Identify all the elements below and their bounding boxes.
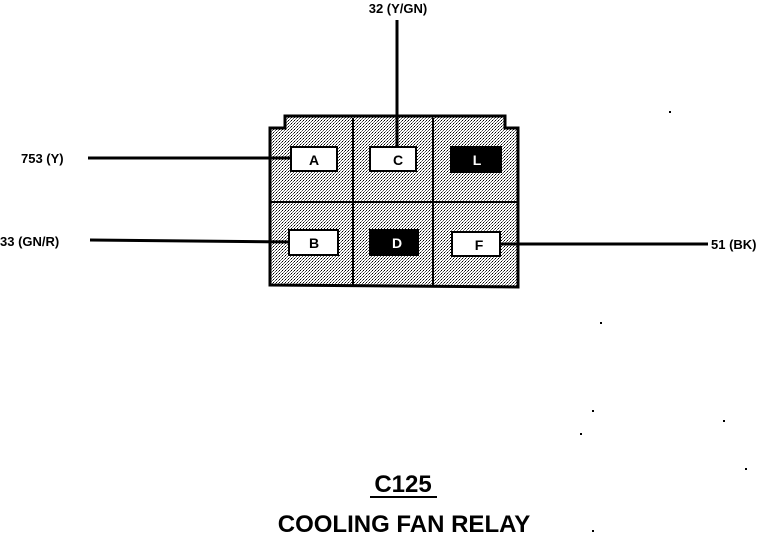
connector-id: C125 <box>374 471 431 498</box>
pin-label-b: B <box>309 235 319 251</box>
pin-label-l: L <box>473 152 482 168</box>
pin-cavity-l: L <box>450 146 502 173</box>
pin-cavity-f: F <box>451 231 501 257</box>
pin-cavity-a: A <box>290 146 338 172</box>
wire-label-32: 32 (Y/GN) <box>369 1 428 16</box>
scan-specks <box>580 111 747 532</box>
pin-cavity-c: C <box>369 146 417 172</box>
pin-label-f: F <box>475 237 484 253</box>
pin-cavity-b: B <box>288 229 339 256</box>
wire-label-33: 33 (GN/R) <box>0 234 59 249</box>
pin-label-a: A <box>309 152 319 168</box>
wire-33 <box>89 238 292 244</box>
wire-label-51: 51 (BK) <box>711 237 757 252</box>
pin-label-c: C <box>393 152 403 168</box>
pin-cavity-d: D <box>369 229 419 256</box>
connector-name: COOLING FAN RELAY <box>278 511 530 536</box>
pin-label-d: D <box>392 235 402 251</box>
wire-label-753: 753 (Y) <box>21 151 64 166</box>
